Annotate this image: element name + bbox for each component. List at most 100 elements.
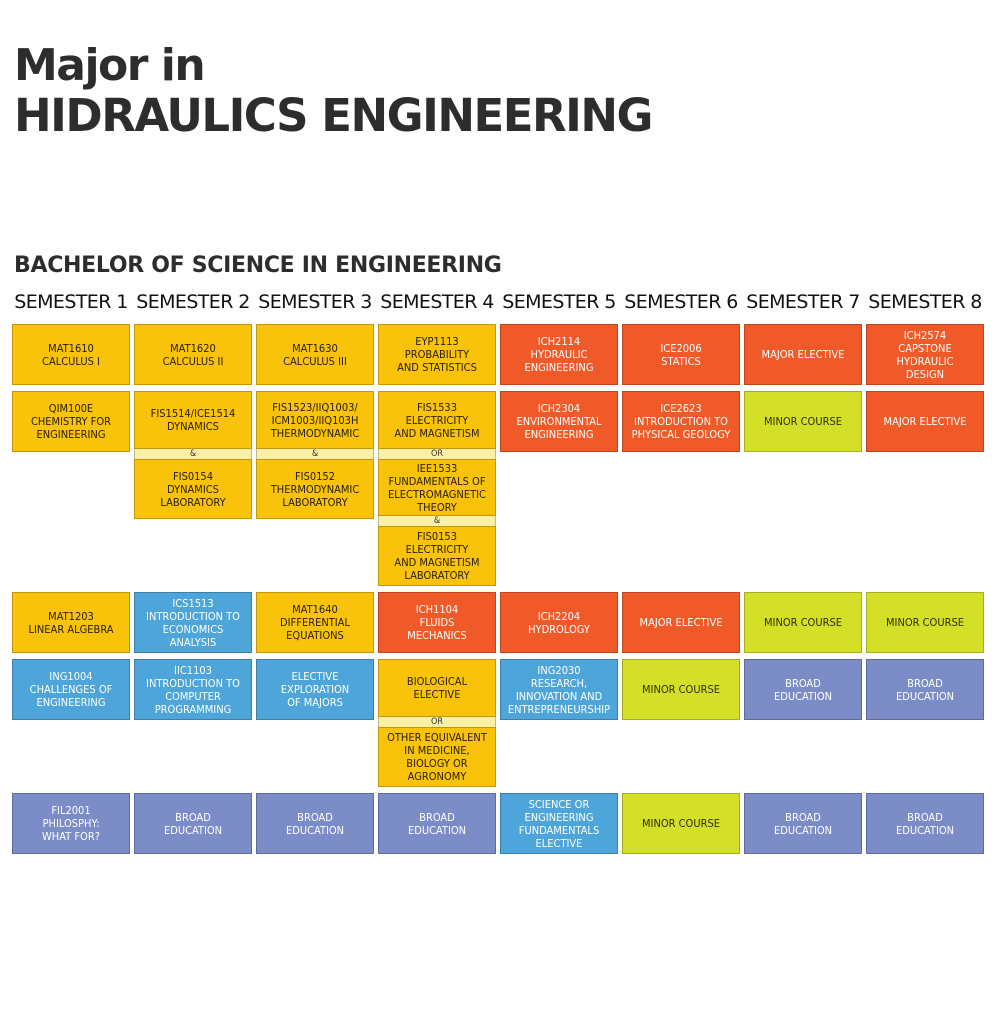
course-name-line: WHAT FOR? bbox=[42, 830, 100, 843]
course-name-line: THERMODYNAMIC bbox=[270, 482, 360, 496]
and-separator: & bbox=[256, 449, 374, 459]
course-code: MAT1203 bbox=[48, 609, 94, 623]
course-box: MAJOR ELECTIVE bbox=[622, 592, 740, 653]
course-name-line: LABORATORY bbox=[404, 569, 470, 582]
course-name-line: BROAD bbox=[297, 810, 333, 824]
course-name-line: EDUCATION bbox=[895, 823, 955, 837]
course-name-line: BROAD bbox=[907, 676, 943, 690]
course-box: QIM100E CHEMISTRY FOR ENGINEERING bbox=[12, 391, 130, 452]
course-name-line: EDUCATION bbox=[407, 823, 467, 837]
course-box: IEE1533 FUNDAMENTALS OF ELECTROMAGNETIC … bbox=[378, 459, 496, 516]
course-name-line: EXPLORATION bbox=[280, 683, 350, 696]
course-name-line: PHYSICAL GEOLOGY bbox=[631, 428, 731, 441]
course-box: MINOR COURSE bbox=[622, 793, 740, 854]
course-code: ICH2574 bbox=[903, 328, 947, 342]
course-name-line: PROGRAMMING bbox=[154, 702, 232, 716]
course-box: FIS0153 ELECTRICITY AND MAGNETISM LABORA… bbox=[378, 526, 496, 586]
course-name-line: ICM1003/IIQ103H bbox=[271, 413, 359, 427]
course-name-line: LINEAR ALGEBRA bbox=[28, 622, 114, 636]
course-code: MAT1640 bbox=[292, 603, 338, 616]
course-box: BROAD EDUCATION bbox=[378, 793, 496, 854]
course-name-line: ENTREPRENEURSHIP bbox=[507, 702, 611, 716]
course-box: BROAD EDUCATION bbox=[134, 793, 252, 854]
course-name-line: CHALLENGES OF bbox=[29, 683, 113, 696]
course-box: MAJOR ELECTIVE bbox=[744, 324, 862, 385]
semester-5-header: SEMESTER 5 bbox=[502, 291, 616, 313]
course-name-line: CALCULUS I bbox=[42, 354, 100, 368]
course-name-line: ENGINEERING bbox=[36, 428, 106, 441]
course-name-line: ELECTRICITY bbox=[405, 413, 469, 427]
course-name-line: INNOVATION AND bbox=[515, 689, 603, 703]
course-code: ING1004 bbox=[49, 670, 93, 683]
course-code: ICE2623 bbox=[660, 402, 702, 415]
course-name-line: EDUCATION bbox=[773, 689, 833, 703]
course-name-line: INTRODUCTION TO bbox=[634, 415, 728, 428]
course-box: MAJOR ELECTIVE bbox=[866, 391, 984, 452]
program-subtitle: BACHELOR OF SCIENCE IN ENGINEERING bbox=[14, 253, 502, 278]
course-name-line: LABORATORY bbox=[160, 495, 226, 509]
course-name-line: MINOR COURSE bbox=[641, 683, 721, 696]
course-name-line: MAJOR ELECTIVE bbox=[883, 415, 967, 428]
course-name-line: ENGINEERING bbox=[524, 428, 594, 441]
course-code: FIS1523/IIQ1003/ bbox=[272, 400, 358, 414]
course-name-line: STATICS bbox=[661, 354, 701, 368]
course-name-line: ELECTRICITY bbox=[405, 543, 469, 556]
course-name-line: LABORATORY bbox=[282, 495, 348, 509]
course-name-line: OF MAJORS bbox=[287, 696, 343, 709]
course-box: BIOLOGICAL ELECTIVE bbox=[378, 659, 496, 717]
course-box: BROAD EDUCATION bbox=[744, 793, 862, 854]
course-code: FIS0152 bbox=[294, 469, 336, 483]
course-name-line: DIFFERENTIAL bbox=[280, 616, 350, 629]
title-line-1: Major in bbox=[14, 40, 206, 91]
course-box: MINOR COURSE bbox=[744, 592, 862, 653]
course-box: MINOR COURSE bbox=[744, 391, 862, 452]
course-code: MAT1630 bbox=[292, 341, 338, 355]
course-box: FIS0152 THERMODYNAMIC LABORATORY bbox=[256, 459, 374, 519]
course-name-line: ELECTIVE bbox=[535, 836, 583, 850]
course-code: MAT1610 bbox=[48, 341, 94, 355]
course-box: EYP1113 PROBABILITY AND STATISTICS bbox=[378, 324, 496, 385]
course-name-line: PHILOSPHY: bbox=[42, 817, 100, 830]
course-box: OTHER EQUIVALENT IN MEDICINE, BIOLOGY OR… bbox=[378, 727, 496, 787]
course-name-line: OTHER EQUIVALENT bbox=[387, 731, 487, 744]
course-code: FIS0154 bbox=[172, 469, 214, 483]
course-box: BROAD EDUCATION bbox=[866, 659, 984, 720]
course-name-line: RESEARCH, bbox=[530, 676, 588, 690]
course-name-line: MINOR COURSE bbox=[885, 616, 965, 629]
course-box: ICH2574 CAPSTONE HYDRAULIC DESIGN bbox=[866, 324, 984, 385]
course-box: ICS1513 INTRODUCTION TO ECONOMICS ANALYS… bbox=[134, 592, 252, 653]
course-box: MAT1640 DIFFERENTIAL EQUATIONS bbox=[256, 592, 374, 653]
course-box: ICE2006 STATICS bbox=[622, 324, 740, 385]
semester-6-header: SEMESTER 6 bbox=[624, 291, 738, 313]
course-name-line: MAJOR ELECTIVE bbox=[639, 616, 723, 629]
course-name-line: MECHANICS bbox=[407, 629, 467, 642]
course-box: ING1004 CHALLENGES OF ENGINEERING bbox=[12, 659, 130, 720]
course-box: ELECTIVE EXPLORATION OF MAJORS bbox=[256, 659, 374, 720]
course-name-line: SCIENCE OR bbox=[528, 797, 590, 811]
course-code: ICS1513 bbox=[172, 596, 214, 610]
semester-3-header: SEMESTER 3 bbox=[258, 291, 372, 313]
course-name-line: BROAD bbox=[785, 676, 821, 690]
course-box: BROAD EDUCATION bbox=[256, 793, 374, 854]
course-box: SCIENCE OR ENGINEERING FUNDAMENTALS ELEC… bbox=[500, 793, 618, 854]
course-name-line: MINOR COURSE bbox=[763, 616, 843, 629]
course-name-line: EDUCATION bbox=[895, 689, 955, 703]
course-name-line: MINOR COURSE bbox=[763, 415, 843, 428]
course-code: IIC1103 bbox=[174, 663, 212, 677]
course-box: FIS0154 DYNAMICS LABORATORY bbox=[134, 459, 252, 519]
course-name-line: CALCULUS III bbox=[283, 354, 347, 368]
course-code: EYP1113 bbox=[415, 335, 459, 348]
course-code: QIM100E bbox=[48, 402, 94, 415]
course-code: FIS0153 bbox=[416, 530, 458, 543]
course-name-line: CAPSTONE bbox=[898, 341, 952, 355]
course-name-line: ENVIRONMENTAL bbox=[516, 415, 602, 428]
semester-7-header: SEMESTER 7 bbox=[746, 291, 860, 313]
or-separator: OR bbox=[378, 717, 496, 727]
course-code: MAT1620 bbox=[170, 341, 216, 355]
course-name-line: ECONOMICS bbox=[162, 622, 224, 636]
course-name-line: AGRONOMY bbox=[407, 770, 467, 783]
course-box: FIS1533 ELECTRICITY AND MAGNETISM bbox=[378, 391, 496, 449]
course-name-line: AND STATISTICS bbox=[397, 361, 477, 374]
course-code: FIL2001 bbox=[51, 804, 91, 817]
semester-8-header: SEMESTER 8 bbox=[868, 291, 982, 313]
